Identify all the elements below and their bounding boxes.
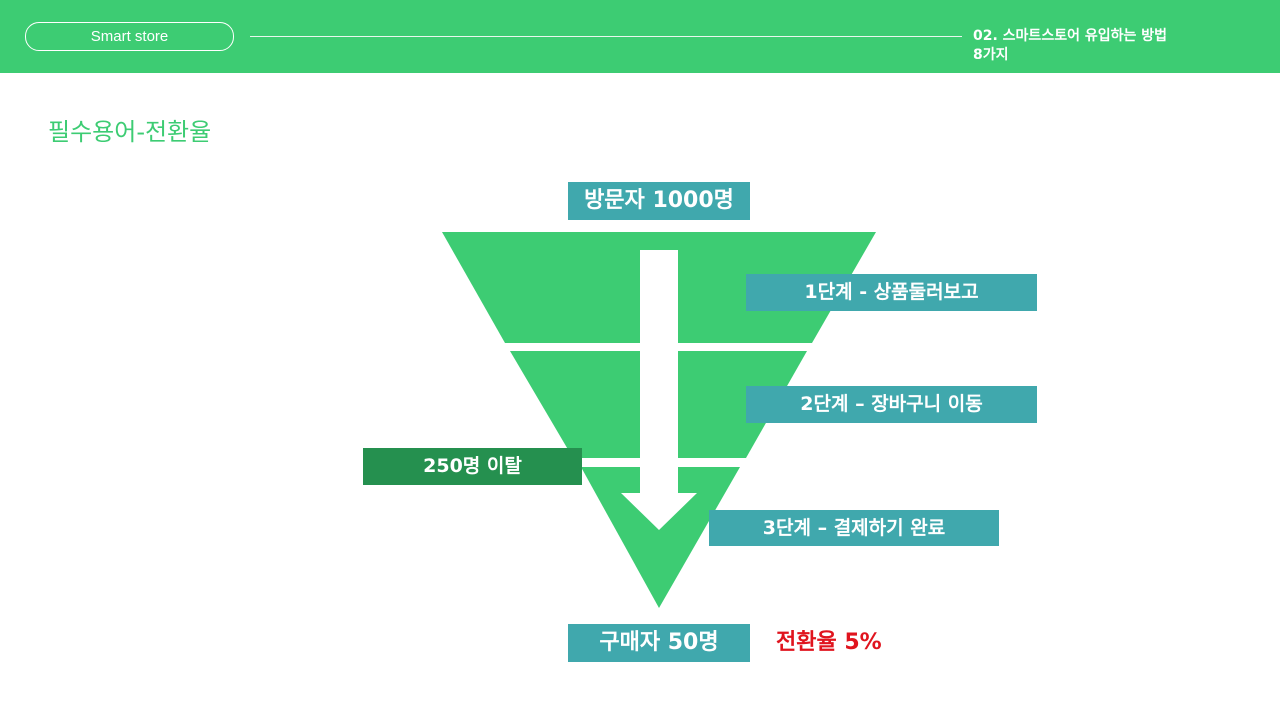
down-arrow [621, 250, 697, 530]
visitor-count-label: 방문자 1000명 [568, 182, 750, 220]
dropout-label: 250명 이탈 [363, 448, 582, 485]
header-title-line1: 02. 스마트스토어 유입하는 방법 [973, 28, 1167, 44]
conversion-rate-label: 전환율 5% [776, 630, 882, 655]
step-1-label: 1단계 - 상품둘러보고 [746, 274, 1037, 311]
step-3-label: 3단계 – 결제하기 완료 [709, 510, 999, 546]
funnel-tier-3 [581, 467, 740, 608]
brand-pill[interactable]: Smart store [25, 22, 234, 51]
buyer-count-label: 구매자 50명 [568, 624, 750, 662]
header-bar: Smart store 02. 스마트스토어 유입하는 방법 8가지 [0, 0, 1280, 73]
header-divider-line [250, 36, 962, 37]
header-title: 02. 스마트스토어 유입하는 방법 8가지 [973, 27, 1243, 65]
header-title-line2: 8가지 [973, 47, 1009, 63]
step-2-label: 2단계 – 장바구니 이동 [746, 386, 1037, 423]
section-title: 필수용어-전환율 [48, 118, 212, 146]
